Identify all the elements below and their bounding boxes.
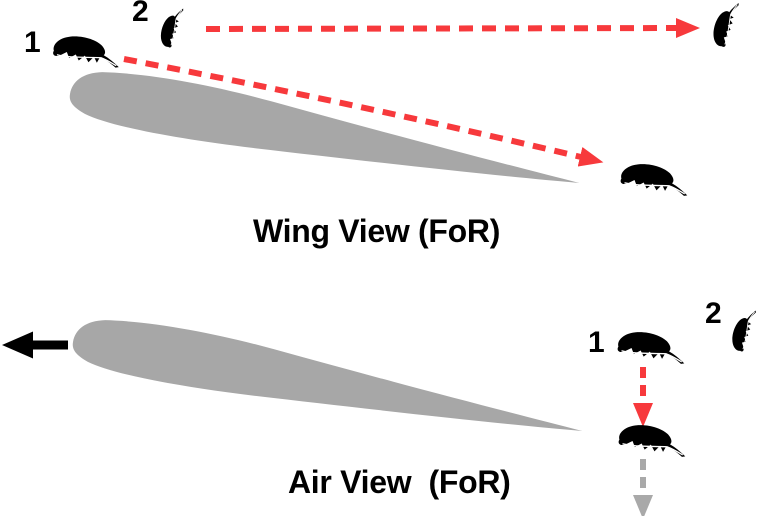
wing-view-caption: Wing View (FoR) [253,213,501,249]
wing-view-panel [51,0,740,197]
feather-icon [51,34,121,69]
feather-icon [710,0,740,49]
feather-icon [616,330,687,365]
left-arrow-icon [2,331,68,359]
airfoil-air-view [72,320,583,431]
trajectory-feather1-wing-view [123,56,604,167]
feather2-number-label-wing-view: 2 [132,0,149,28]
feather-icon [619,162,690,197]
airfoil-wing-view [69,72,580,183]
feather-icon [729,306,757,354]
feather-icon [158,5,184,50]
feather2-number-label-air-view: 2 [705,297,722,330]
trajectory-feather2-wing-view [205,18,700,39]
feather1-number-label-air-view: 1 [588,326,605,359]
air-view-panel [2,306,757,516]
air-view-caption: Air View (FoR) [288,464,511,500]
feather1-number-label-wing-view: 1 [24,26,41,59]
feather-icon [617,423,688,458]
